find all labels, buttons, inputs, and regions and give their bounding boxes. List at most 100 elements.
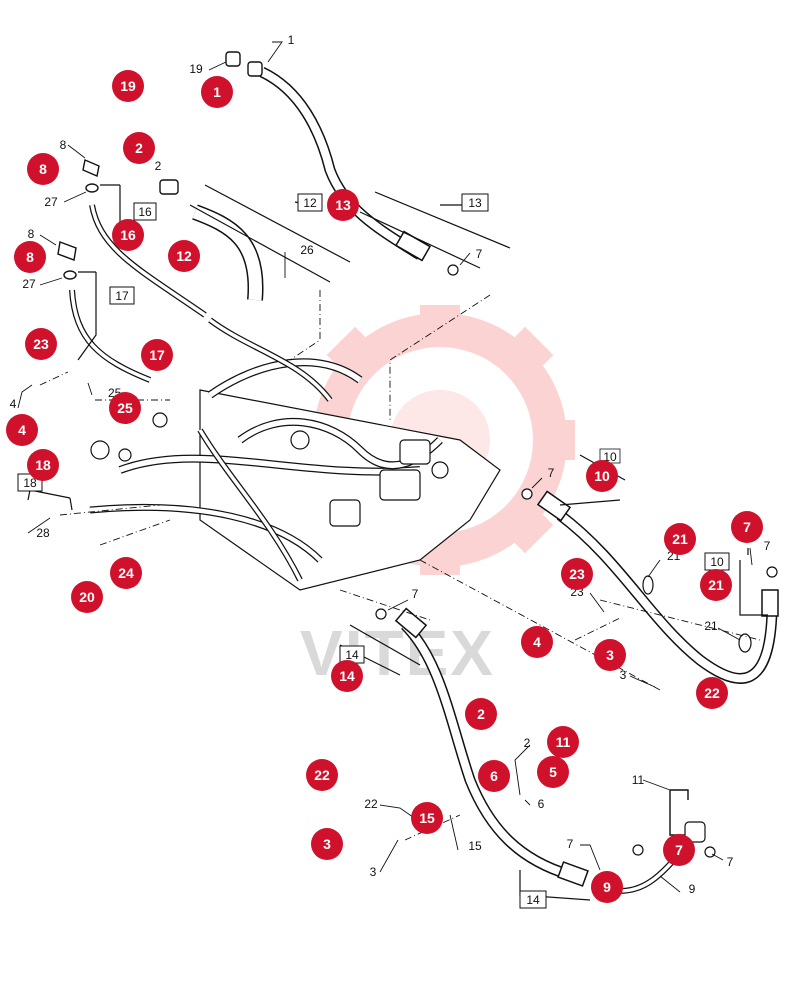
badge-14: 14 [331, 660, 363, 692]
svg-text:8: 8 [39, 161, 47, 177]
callout-4-left: 4 [10, 397, 17, 411]
svg-text:13: 13 [335, 197, 351, 213]
badge-25: 25 [109, 392, 141, 424]
svg-text:21: 21 [672, 531, 688, 547]
ref-box-16: 16 [133, 202, 157, 221]
svg-text:18: 18 [35, 457, 51, 473]
ref-box-10: 10 [704, 552, 730, 571]
svg-text:6: 6 [490, 768, 498, 784]
badge-22-lower: 22 [306, 759, 338, 791]
callout-2-upper: 2 [155, 159, 162, 173]
hose-10 [521, 488, 779, 684]
badge-7-bottom: 7 [663, 834, 695, 866]
svg-text:4: 4 [18, 422, 26, 438]
svg-text:5: 5 [549, 764, 557, 780]
badge-9: 9 [591, 871, 623, 903]
callout-3-right: 3 [620, 668, 627, 682]
badge-17: 17 [141, 339, 173, 371]
callout-7-right: 7 [764, 539, 771, 553]
callout-11: 11 [632, 773, 645, 787]
ref-box-16-text: 16 [138, 205, 152, 219]
badge-16: 16 [112, 219, 144, 251]
callout-22-lower: 22 [364, 797, 378, 811]
ref-box-14-lower: 14 [519, 890, 547, 909]
svg-text:12: 12 [176, 248, 192, 264]
badge-6: 6 [478, 760, 510, 792]
reference-boxes: 16 12 13 17 18 10 14 14 [17, 193, 730, 909]
ref-box-17: 17 [109, 286, 135, 305]
svg-text:15: 15 [419, 810, 435, 826]
badge-19: 19 [112, 70, 144, 102]
svg-text:17: 17 [149, 347, 165, 363]
callout-6: 6 [538, 797, 545, 811]
badge-12: 12 [168, 240, 200, 272]
fitting-group-upper-left [57, 51, 263, 280]
badge-22-right: 22 [696, 677, 728, 709]
ref-label-10-partial-text: 10 [603, 450, 617, 464]
badge-8-upper: 8 [27, 153, 59, 185]
svg-text:9: 9 [603, 879, 611, 895]
callout-27-lower: 27 [22, 277, 36, 291]
callout-numbers: 19 1 8 27 8 27 26 7 4 25 28 7 23 21 21 3… [10, 33, 771, 896]
ref-box-13-text: 13 [468, 196, 482, 210]
callout-9: 9 [689, 882, 696, 896]
svg-text:7: 7 [675, 842, 683, 858]
badge-23-left: 23 [25, 328, 57, 360]
valve-assembly [89, 317, 501, 591]
svg-text:22: 22 [314, 767, 330, 783]
badge-7-right: 7 [731, 511, 763, 543]
svg-text:8: 8 [26, 249, 34, 265]
svg-text:25: 25 [117, 400, 133, 416]
ref-box-18-text: 18 [23, 476, 37, 490]
badge-3-lower: 3 [311, 828, 343, 860]
callout-3-lower: 3 [370, 865, 377, 879]
badge-2-upper: 2 [123, 132, 155, 164]
badge-18: 18 [27, 449, 59, 481]
hose-13 [259, 67, 459, 276]
svg-text:3: 3 [323, 836, 331, 852]
svg-text:2: 2 [477, 706, 485, 722]
svg-text:7: 7 [743, 519, 751, 535]
svg-text:21: 21 [708, 577, 724, 593]
ref-box-12: 12 [297, 193, 323, 212]
callout-7-top: 7 [476, 247, 483, 261]
badge-4-left: 4 [6, 414, 38, 446]
svg-text:14: 14 [339, 668, 355, 684]
callout-26: 26 [300, 243, 314, 257]
svg-text:22: 22 [704, 685, 720, 701]
callout-8-lower: 8 [28, 227, 35, 241]
ref-box-10-text: 10 [710, 555, 724, 569]
tubes-16-17 [69, 204, 207, 383]
svg-text:4: 4 [533, 634, 541, 650]
svg-text:23: 23 [33, 336, 49, 352]
hose-12 [192, 204, 264, 301]
callout-2-lower: 2 [524, 736, 531, 750]
svg-text:3: 3 [606, 647, 614, 663]
svg-text:23: 23 [569, 566, 585, 582]
svg-text:19: 19 [120, 78, 136, 94]
ref-box-13: 13 [461, 193, 489, 212]
callout-7-mid: 7 [548, 466, 555, 480]
reference-brackets [27, 184, 768, 901]
svg-text:10: 10 [594, 468, 610, 484]
badge-8-lower: 8 [14, 241, 46, 273]
callout-1: 1 [288, 33, 295, 47]
badge-21-upper: 21 [664, 523, 696, 555]
callout-8-upper: 8 [60, 138, 67, 152]
svg-text:11: 11 [556, 734, 571, 750]
ref-box-14-lower-text: 14 [526, 893, 540, 907]
badge-21-lower: 21 [700, 569, 732, 601]
svg-text:1: 1 [213, 84, 221, 100]
watermark-text: VITEX [300, 617, 495, 689]
svg-text:16: 16 [120, 227, 136, 243]
badge-13: 13 [327, 189, 359, 221]
badge-10: 10 [586, 460, 618, 492]
badge-2-lower: 2 [465, 698, 497, 730]
hose-14 [375, 607, 589, 887]
center-lines [39, 290, 761, 841]
callout-7-lower-hose: 7 [412, 587, 419, 601]
badge-3-right: 3 [594, 639, 626, 671]
badge-5: 5 [537, 756, 569, 788]
